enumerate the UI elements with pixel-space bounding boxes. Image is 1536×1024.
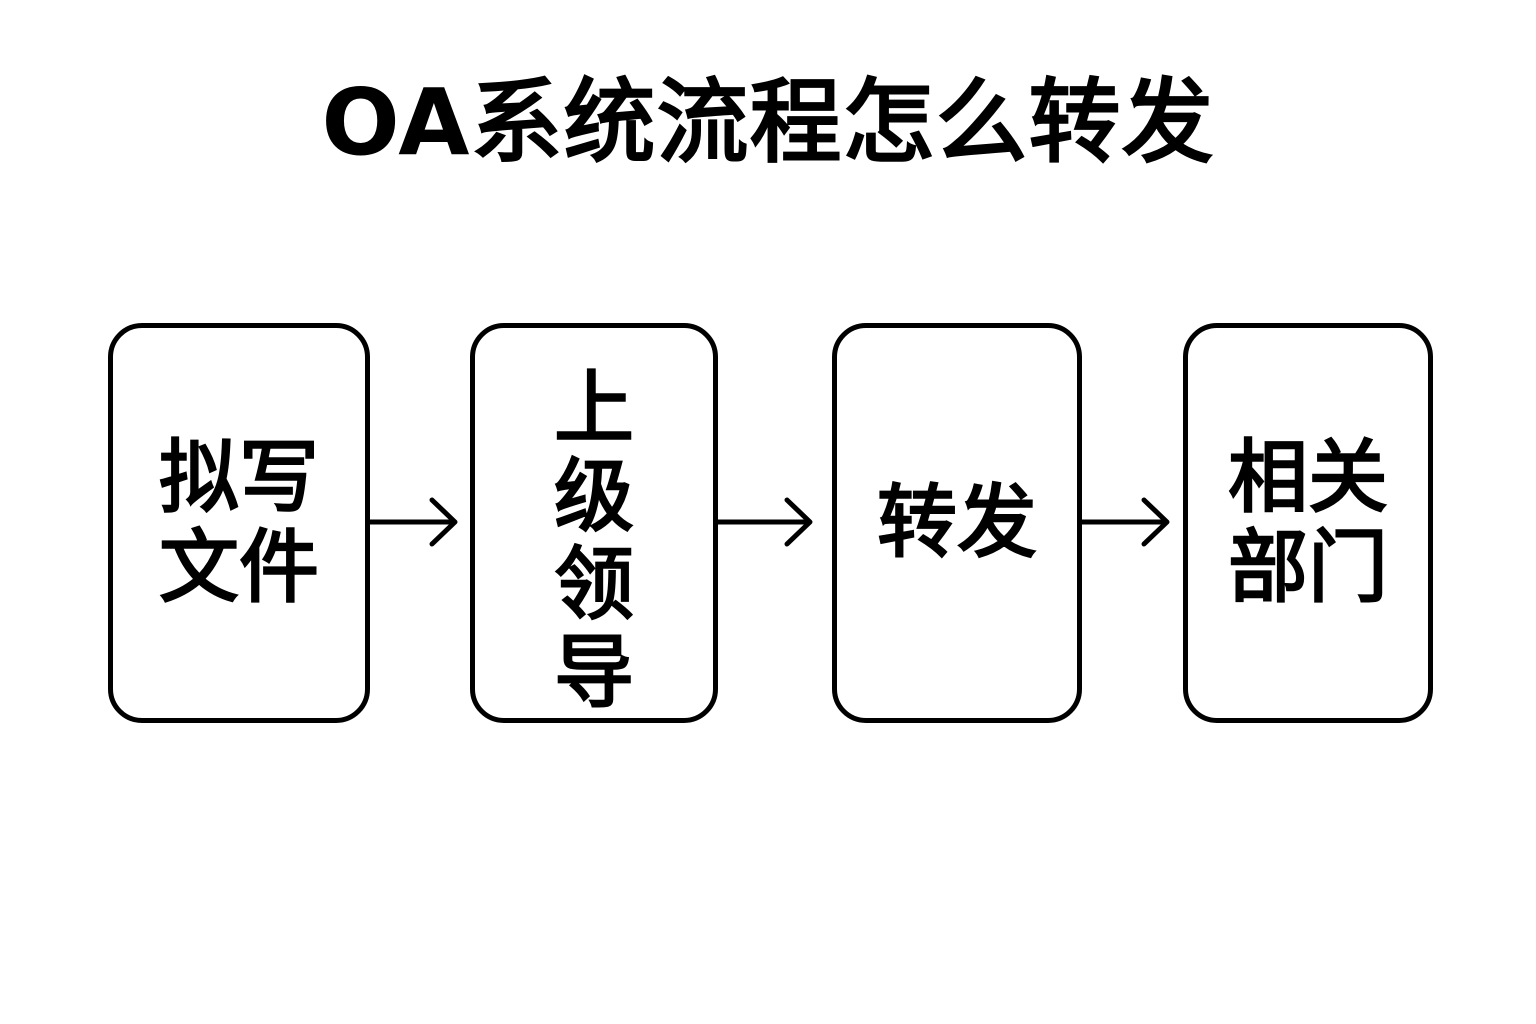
page-title: OA系统流程怎么转发	[321, 69, 1215, 176]
step-box-superior-leader: 上级领导	[470, 323, 718, 723]
step-label-forward: 转发	[877, 476, 1037, 569]
step-box-related-departments: 相关部门	[1183, 323, 1433, 723]
arrow-right-icon	[715, 497, 813, 547]
arrow-right-icon	[1079, 497, 1170, 547]
arrow-right-icon	[367, 497, 458, 547]
step-box-draft-document: 拟写文件	[108, 323, 370, 723]
step-label-related-departments: 相关部门	[1228, 431, 1388, 614]
step-label-draft-document: 拟写文件	[159, 431, 319, 614]
step-label-superior-leader: 上级领导	[554, 362, 634, 719]
step-box-forward: 转发	[832, 323, 1082, 723]
